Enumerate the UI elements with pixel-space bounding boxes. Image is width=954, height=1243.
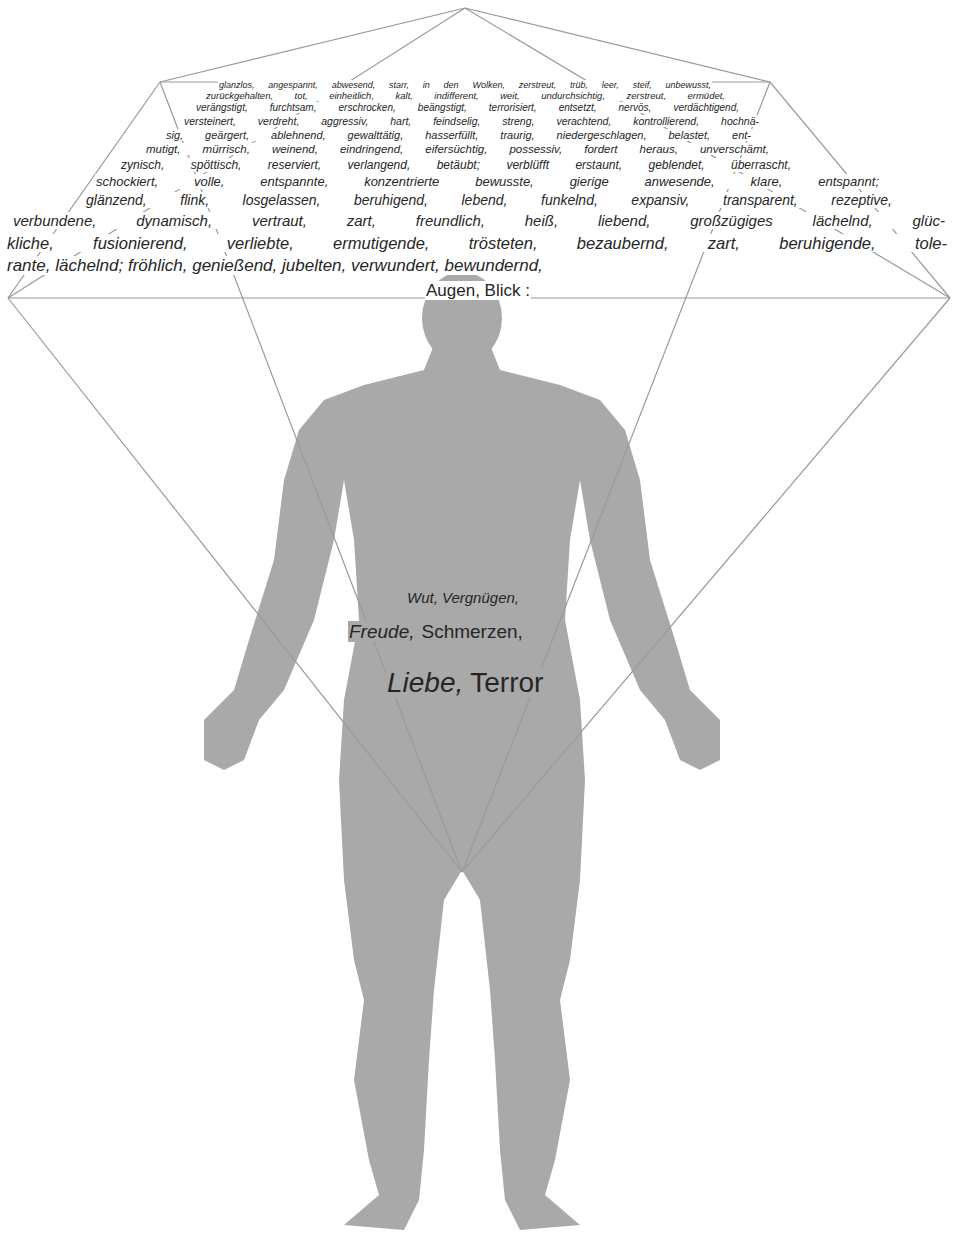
- emotion-label: Terror: [469, 667, 544, 699]
- emotion-label-text: Terror: [469, 667, 544, 698]
- adjective-line-text: zynisch, spöttisch, reserviert, verlange…: [120, 158, 792, 172]
- adjective-line: mutigt, mürrisch, weinend, eindringend, …: [145, 143, 770, 156]
- adjective-line: glänzend, flink, losgelassen, beruhigend…: [85, 192, 893, 208]
- emotion-label-text: Liebe,: [386, 667, 464, 698]
- adjective-line-text: verängstigt, furchtsam, erschrocken, beä…: [195, 102, 740, 113]
- adjective-line: rante, lächelnd; fröhlich, genießend, ju…: [6, 256, 544, 276]
- adjective-line-text: rante, lächelnd; fröhlich, genießend, ju…: [6, 256, 544, 275]
- adjective-line-text: mutigt, mürrisch, weinend, eindringend, …: [145, 143, 770, 155]
- adjective-line-text: versteinert, verdreht, aggressiv, hart, …: [183, 115, 760, 127]
- emotion-label-text: Schmerzen,: [420, 621, 523, 642]
- adjective-line: versteinert, verdreht, aggressiv, hart, …: [183, 115, 760, 127]
- adjective-line: schockiert, volle, entspannte, konzentri…: [95, 175, 880, 190]
- eyes-heading: Augen, Blick :: [425, 281, 531, 301]
- body-silhouette: [204, 345, 720, 1230]
- emotion-label: Wut, Vergnügen,: [406, 589, 520, 606]
- adjective-line: verängstigt, furchtsam, erschrocken, beä…: [195, 102, 740, 114]
- adjective-line: verbundene, dynamisch, vertraut, zart, f…: [12, 212, 946, 229]
- adjective-line: zynisch, spöttisch, reserviert, verlange…: [120, 159, 792, 173]
- adjective-line: kliche, fusionierend, verliebte, ermutig…: [6, 234, 948, 253]
- adjective-line-text: glanzlos, angespannt, abwesend, starr, i…: [218, 80, 712, 90]
- adjective-line: sig, geärgert, ablehnend, gewalttätig, h…: [165, 129, 752, 142]
- adjective-line-text: kliche, fusionierend, verliebte, ermutig…: [6, 234, 948, 252]
- emotion-label: Liebe,: [386, 667, 464, 699]
- emotion-label: Freude,: [348, 621, 415, 643]
- gaze-diamond: [8, 8, 950, 872]
- adjective-line-text: sig, geärgert, ablehnend, gewalttätig, h…: [165, 129, 752, 141]
- adjective-line-text: schockiert, volle, entspannte, konzentri…: [95, 174, 880, 189]
- adjective-line-text: verbundene, dynamisch, vertraut, zart, f…: [12, 212, 946, 229]
- emotion-label-text: Freude,: [348, 621, 415, 642]
- adjective-line: glanzlos, angespannt, abwesend, starr, i…: [218, 80, 712, 90]
- eyes-heading-text: Augen, Blick :: [425, 281, 531, 300]
- adjective-line-text: glänzend, flink, losgelassen, beruhigend…: [85, 192, 893, 208]
- adjective-line-text: zurückgehalten, tot, einheitlich, kalt, …: [205, 90, 726, 101]
- emotion-label-text: Wut, Vergnügen,: [406, 589, 520, 606]
- adjective-line: zurückgehalten, tot, einheitlich, kalt, …: [205, 91, 726, 102]
- emotion-label: Schmerzen,: [420, 621, 523, 643]
